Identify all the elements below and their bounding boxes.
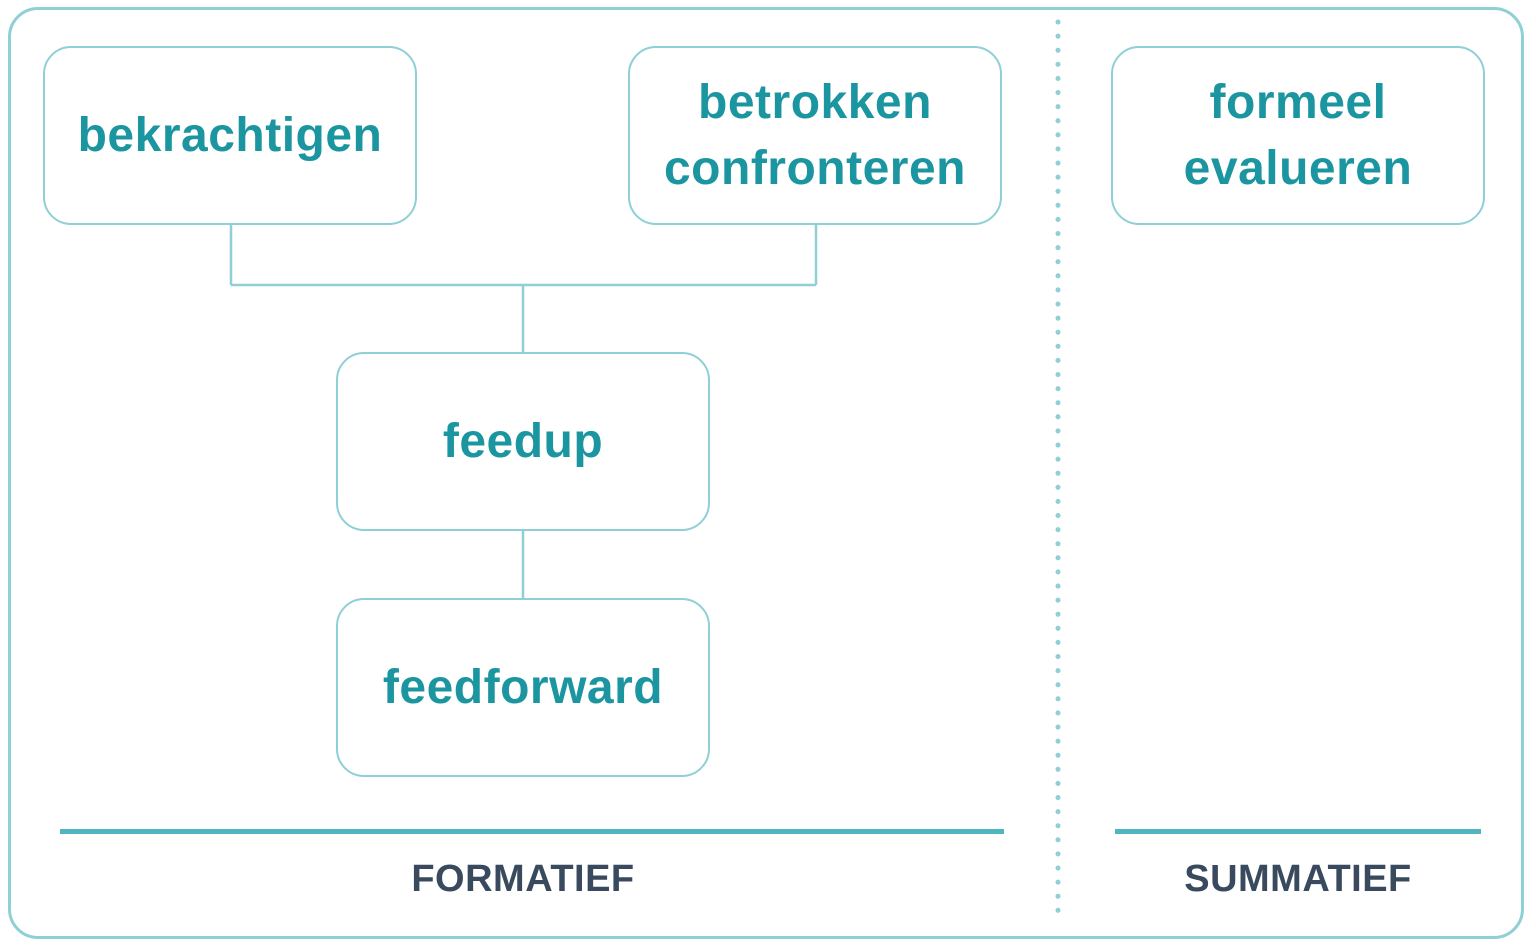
section-label-summatief: SUMMATIEF [1184,858,1412,900]
node-feedup-text: feedup [443,409,603,475]
node-feedforward: feedforward [336,598,710,777]
node-bekrachtigen-line-1: bekrachtigen [77,108,383,162]
node-formeel-line-1: formeel [1209,75,1387,129]
node-feedup: feedup [336,352,710,531]
formatief-rule [60,829,1004,834]
node-betrokken-line-1: betrokken [698,75,932,129]
node-bekrachtigen-text: bekrachtigen [78,103,383,169]
node-betrokken-line-2: confronteren [663,141,966,195]
node-betrokken-confronteren-text: betrokken confronteren [664,70,966,202]
node-formeel-line-2: evalueren [1183,141,1413,195]
section-label-formatief: FORMATIEF [411,858,635,900]
node-formeel-evalueren: formeel evalueren [1111,46,1485,225]
node-formeel-evalueren-text: formeel evalueren [1184,70,1413,202]
node-bekrachtigen: bekrachtigen [43,46,417,225]
node-feedforward-text: feedforward [383,655,663,721]
summatief-rule [1115,829,1481,834]
node-feedup-line-1: feedup [442,414,604,468]
node-feedforward-line-1: feedforward [382,660,664,714]
node-betrokken-confronteren: betrokken confronteren [628,46,1002,225]
